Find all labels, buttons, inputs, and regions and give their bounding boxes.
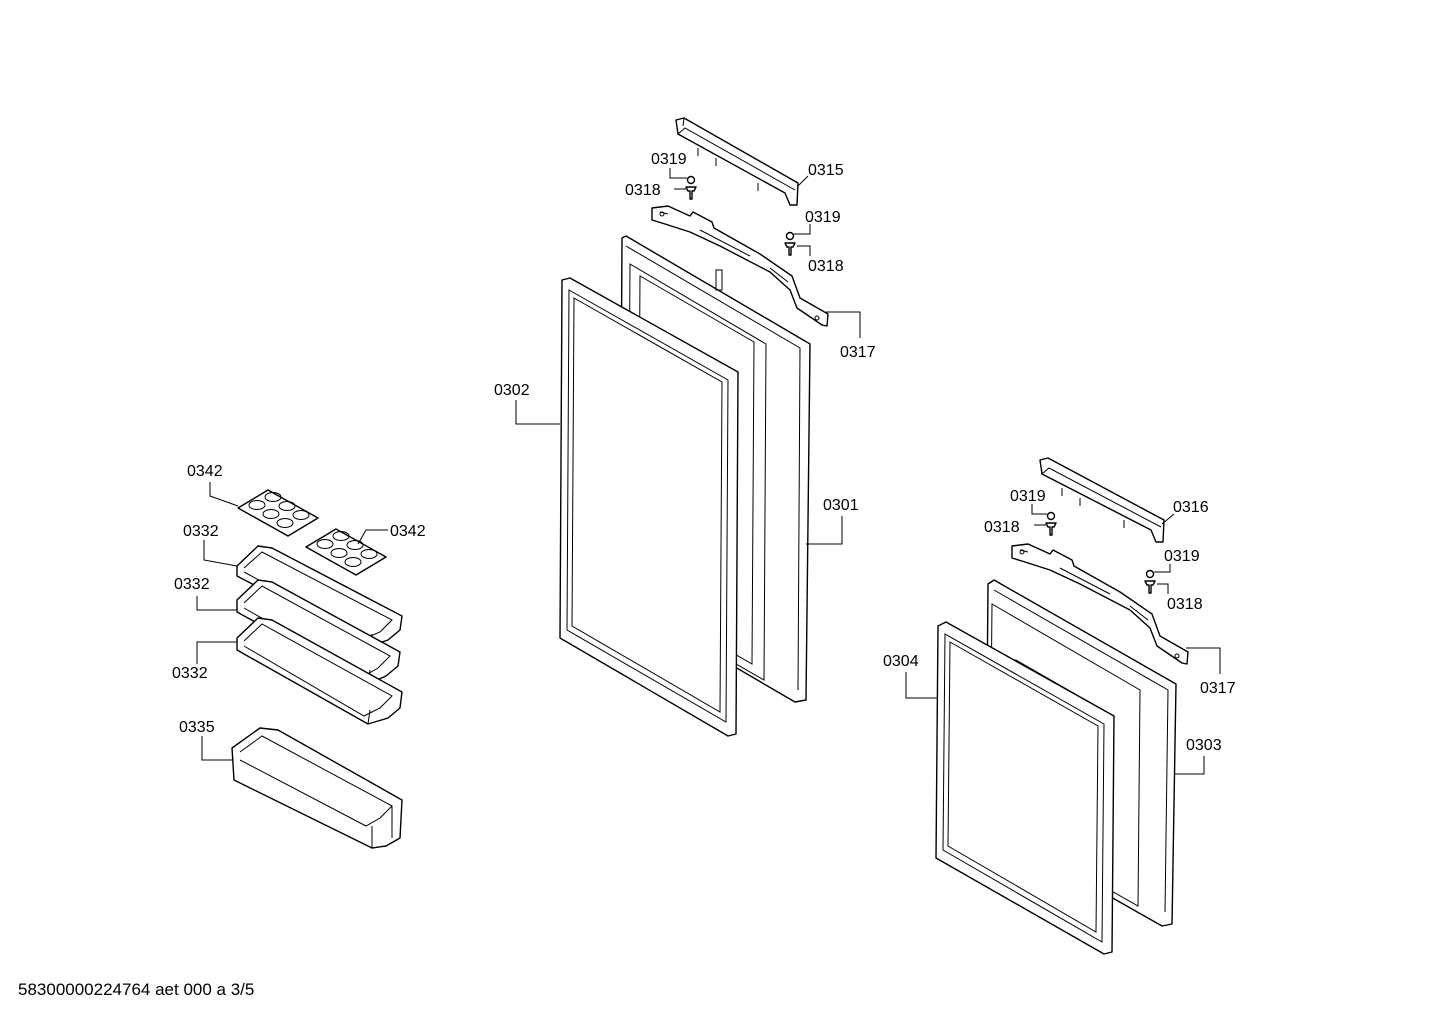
leader-0342-bottom — [357, 529, 388, 545]
part-0316-hinge-cover — [1039, 457, 1165, 543]
part-0319-nut-upper-left — [686, 175, 696, 185]
label-0332-middle: 0332 — [174, 576, 210, 593]
leader-0319-upper-left — [669, 168, 687, 179]
label-0342-bottom: 0342 — [390, 523, 426, 540]
leader-0332-bottom — [196, 641, 237, 664]
part-0335-bottle-shelf — [231, 727, 403, 849]
leader-0302 — [515, 400, 560, 425]
leader-0303 — [1174, 756, 1205, 775]
label-0315: 0315 — [808, 162, 844, 179]
label-0301: 0301 — [823, 497, 859, 514]
label-0319-upper-left: 0319 — [651, 151, 687, 168]
label-0302: 0302 — [494, 382, 530, 399]
part-0342-egg-tray-top — [237, 489, 319, 537]
part-0319-nut-lower-left — [1046, 511, 1056, 521]
label-0319-lower-left: 0319 — [1010, 488, 1046, 505]
part-0342-egg-tray-bottom — [305, 528, 387, 576]
leader-0319-lower-left — [1031, 504, 1047, 515]
leader-0319-lower-right — [1154, 564, 1171, 573]
label-0316: 0316 — [1173, 499, 1209, 516]
part-0318-screw-upper-right — [784, 242, 796, 256]
label-0303: 0303 — [1186, 737, 1222, 754]
part-0317-hinge-bracket-upper — [651, 205, 829, 327]
leader-0318-lower-right — [1157, 583, 1169, 594]
drawing-reference-footer: 58300000224764 aet 000 a 3/5 — [18, 980, 255, 999]
label-0304: 0304 — [883, 653, 919, 670]
label-0332-top: 0332 — [183, 523, 219, 540]
label-0318-upper-left: 0318 — [625, 182, 661, 199]
part-0304-door-gasket-lower — [935, 621, 1115, 955]
label-0342-top: 0342 — [187, 463, 223, 480]
leader-0318-upper-right — [797, 245, 811, 256]
part-0315-hinge-cover — [675, 117, 799, 206]
part-0302-door-gasket-upper — [559, 277, 739, 737]
leader-0301 — [806, 516, 843, 545]
part-0318-screw-lower-right — [1144, 580, 1156, 594]
label-0317-lower: 0317 — [1200, 680, 1236, 697]
label-0332-bottom: 0332 — [172, 665, 208, 682]
part-0319-nut-lower-right — [1145, 569, 1155, 579]
label-0335: 0335 — [179, 719, 215, 736]
label-0318-upper-right: 0318 — [808, 258, 844, 275]
leader-0304 — [905, 672, 938, 699]
leader-0316 — [1161, 513, 1175, 525]
part-0317-hinge-bracket-lower — [1011, 543, 1189, 665]
leader-0317-lower — [1186, 647, 1221, 674]
label-0317-upper: 0317 — [840, 344, 876, 361]
leader-0342-top — [209, 482, 239, 507]
part-0318-screw-lower-left — [1045, 522, 1057, 536]
leader-0317-upper — [826, 311, 861, 338]
part-0332-shelf-bottom — [236, 617, 403, 725]
label-0318-lower-left: 0318 — [984, 519, 1020, 536]
label-0319-upper-right: 0319 — [805, 209, 841, 226]
leader-0332-top — [203, 540, 238, 567]
leader-0332-middle — [196, 596, 237, 611]
label-0318-lower-right: 0318 — [1167, 596, 1203, 613]
leader-0315 — [797, 175, 809, 187]
part-0319-nut-upper-right — [785, 231, 795, 241]
part-0318-screw-upper-left — [685, 186, 697, 200]
label-0319-lower-right: 0319 — [1164, 548, 1200, 565]
leader-0335 — [201, 736, 232, 761]
leader-0319-upper-right — [794, 224, 811, 235]
